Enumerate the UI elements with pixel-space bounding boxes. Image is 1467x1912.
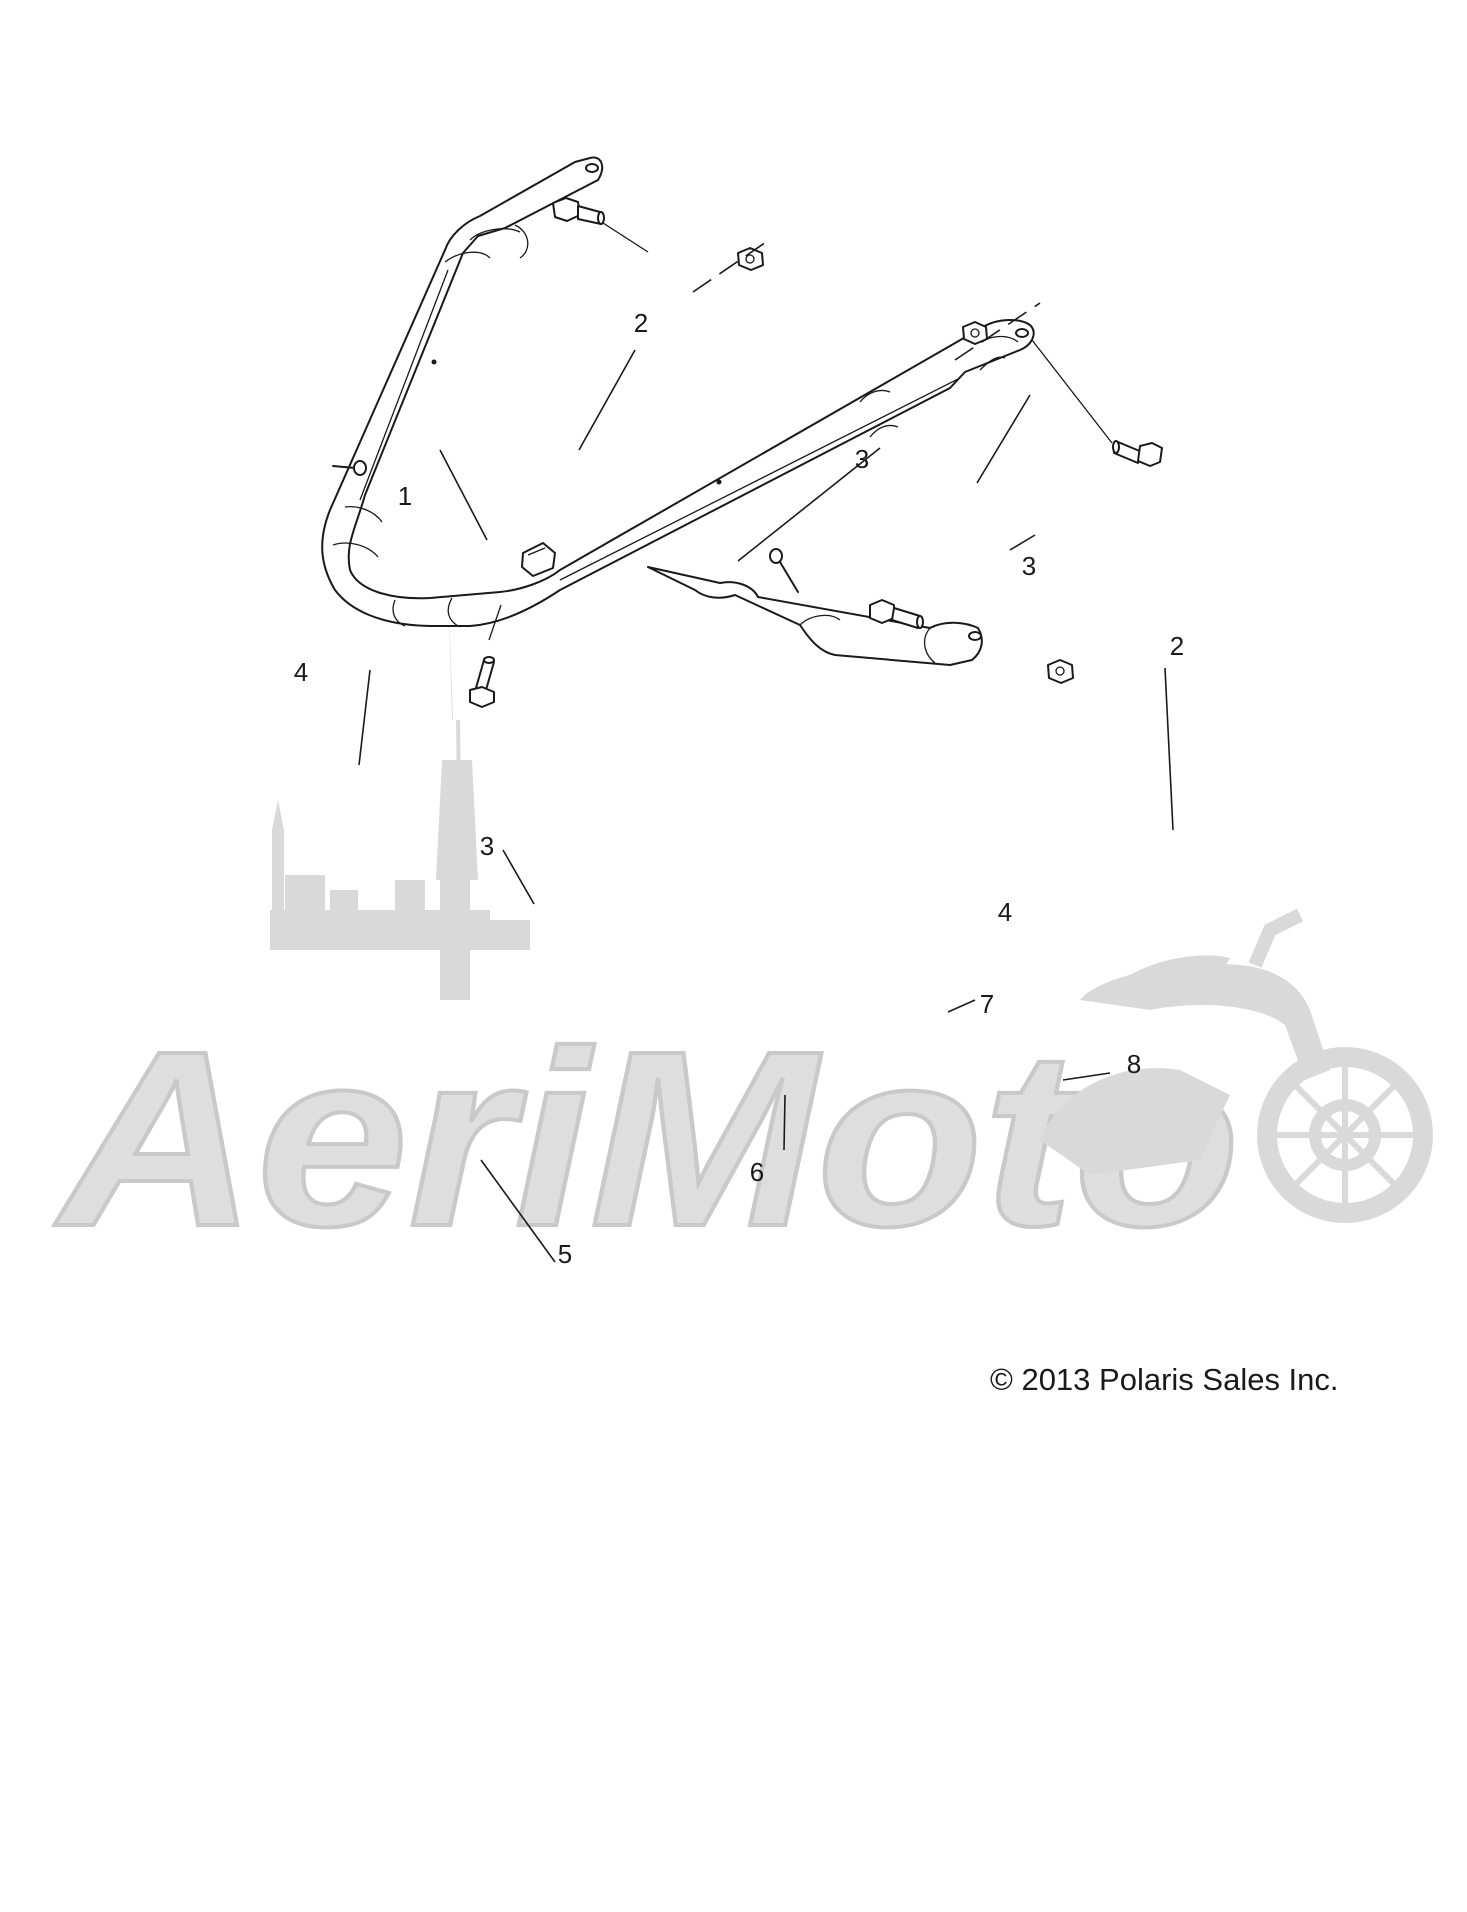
copyright-notice: © 2013 Polaris Sales Inc. — [990, 1362, 1339, 1397]
part-4-rivet-left — [332, 460, 367, 476]
callout-6: 6 — [750, 1157, 764, 1187]
part-3-clip-nut — [521, 542, 556, 577]
callout-5: 5 — [558, 1239, 572, 1269]
callout-3-right: 3 — [1022, 551, 1036, 581]
watermark-motorcycle — [1040, 908, 1433, 1223]
part-1-bumper-tube — [321, 156, 1035, 627]
part-8-nut — [1047, 659, 1074, 684]
callout-4-left: 4 — [294, 657, 308, 687]
part-4-rivet-right — [769, 548, 799, 593]
callout-2-right: 2 — [1170, 631, 1184, 661]
part-5-bolt-bottom — [469, 656, 495, 708]
part-6-lower-bracket — [647, 566, 983, 666]
watermark-logo: AeriMoto — [51, 580, 1433, 1280]
callout-8: 8 — [1127, 1049, 1141, 1079]
callout-1: 1 — [398, 481, 412, 511]
callout-7: 7 — [980, 989, 994, 1019]
leader-lines — [358, 349, 1174, 1263]
part-7-bolt — [869, 599, 924, 629]
watermark-skyline — [270, 580, 530, 1000]
part-2-bolt-right — [1112, 440, 1163, 467]
callout-3-lower: 3 — [480, 831, 494, 861]
assembly-axes — [488, 222, 1113, 641]
part-3-nut-upper — [737, 247, 764, 271]
callout-2-upper: 2 — [634, 308, 648, 338]
callout-labels: 1 2 2 3 3 3 4 4 5 6 7 8 — [294, 308, 1184, 1269]
part-2-bolt-upper — [552, 197, 605, 225]
callout-4-right: 4 — [998, 897, 1012, 927]
callout-3-upper: 3 — [855, 444, 869, 474]
